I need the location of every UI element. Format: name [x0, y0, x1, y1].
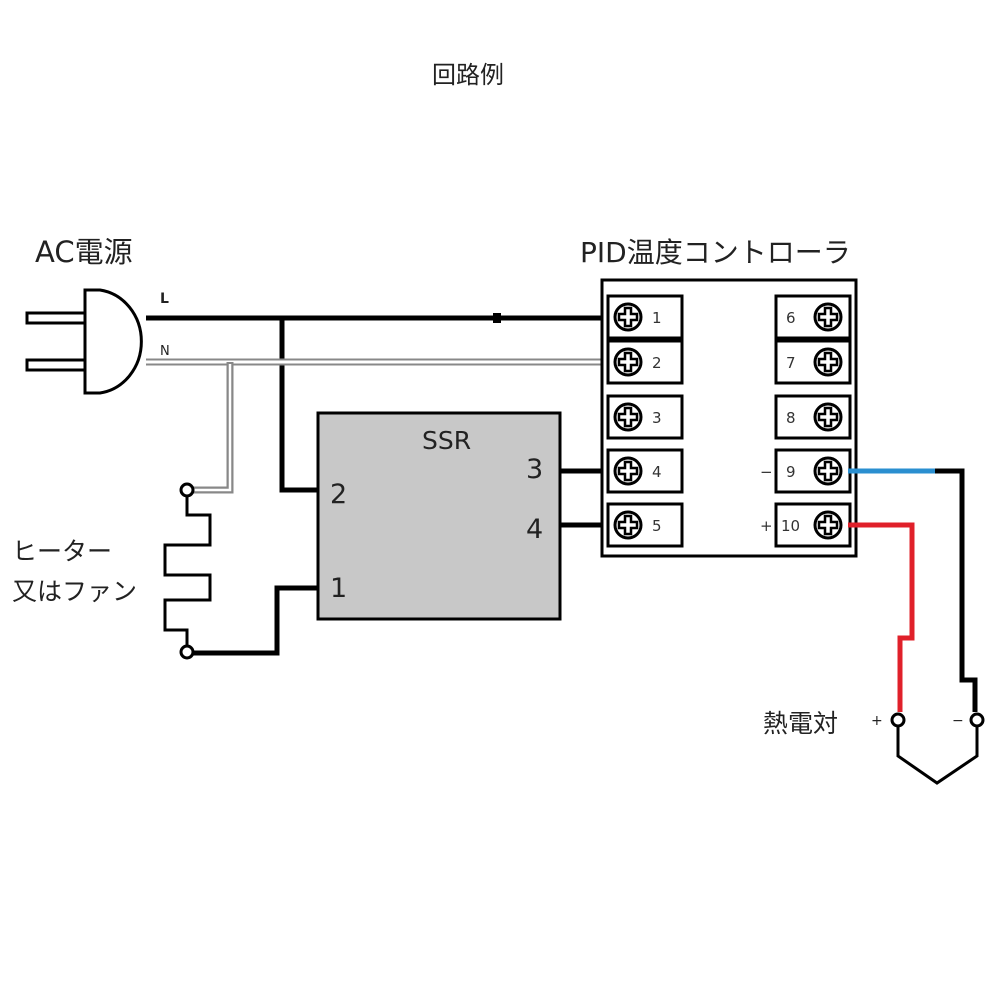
terminal-number: 1	[652, 309, 662, 327]
plug-icon	[25, 288, 143, 395]
screw-icon	[813, 402, 843, 432]
terminal-number: 6	[786, 309, 796, 327]
load-label-line2: 又はファン	[12, 577, 137, 606]
screw-icon	[813, 456, 843, 486]
screw-icon	[813, 347, 843, 377]
ssr-pin-1: 1	[330, 573, 347, 604]
ssr-label: SSR	[422, 426, 471, 455]
screw-icon	[813, 510, 843, 540]
line-label: L	[160, 291, 169, 307]
terminal-10[interactable]: 10	[774, 502, 852, 548]
heater-fan-icon	[163, 482, 212, 660]
ac-source-label: AC電源	[35, 235, 133, 269]
thermocouple-minus: −	[952, 713, 964, 729]
terminal-7[interactable]: 7	[774, 339, 852, 385]
terminal-6[interactable]: 6	[774, 294, 852, 340]
thermocouple-icon	[890, 712, 985, 785]
terminal-9[interactable]: 9	[774, 448, 852, 494]
screw-icon	[613, 302, 643, 332]
load-label-line1: ヒーター	[12, 537, 112, 566]
negative-wire-black	[935, 468, 978, 712]
terminal-number: 10	[781, 517, 800, 535]
thermocouple-label: 熱電対	[763, 709, 838, 738]
terminal-8[interactable]: 8	[774, 394, 852, 440]
terminal-number: 2	[652, 354, 662, 372]
ssr-block	[316, 411, 562, 621]
controller-label: PID温度コントローラ	[580, 236, 851, 269]
terminal-number: 8	[786, 409, 796, 427]
terminal-number: 5	[652, 517, 662, 535]
screw-icon	[613, 456, 643, 486]
terminal-3[interactable]: 3	[606, 394, 684, 440]
positive-wire-red	[848, 522, 915, 712]
screw-icon	[613, 510, 643, 540]
diagram-title: 回路例	[432, 61, 504, 89]
terminal-number: 9	[786, 463, 796, 481]
terminal-number: 4	[652, 463, 662, 481]
terminal-2[interactable]: 2	[606, 339, 684, 385]
terminal-number: 7	[786, 354, 796, 372]
screw-icon	[813, 302, 843, 332]
line-wire	[146, 313, 612, 493]
thermocouple-plus: +	[871, 713, 883, 729]
terminal-number: 3	[652, 409, 662, 427]
screw-icon	[613, 347, 643, 377]
terminal-1[interactable]: 1	[606, 294, 684, 340]
terminal-5[interactable]: 5	[606, 502, 684, 548]
polarity-plus-10: +	[760, 517, 773, 535]
ssr-pin-4: 4	[526, 514, 543, 545]
ssr-pin-3: 3	[526, 454, 543, 485]
terminal-4[interactable]: 4	[606, 448, 684, 494]
screw-icon	[613, 402, 643, 432]
ssr-pin-2: 2	[330, 479, 347, 510]
neutral-wire	[146, 358, 612, 494]
load-to-ssr-wire	[193, 585, 318, 656]
neutral-label: N	[160, 344, 170, 359]
polarity-minus-9: −	[760, 463, 773, 481]
